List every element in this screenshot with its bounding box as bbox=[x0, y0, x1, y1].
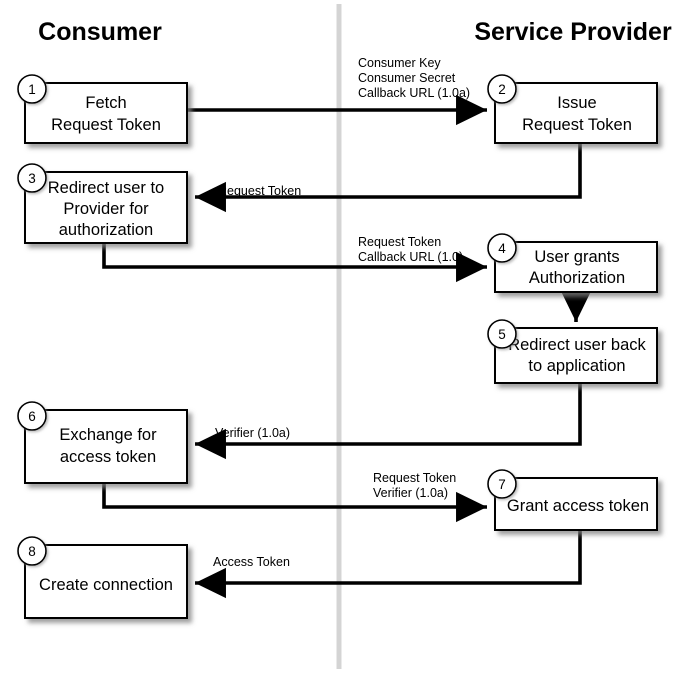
step-marker-6-circle bbox=[17, 401, 47, 431]
step-box-5[interactable]: Redirect user back to application 5 bbox=[487, 319, 658, 384]
edge-1-to-2: Consumer Key Consumer Secret Callback UR… bbox=[187, 56, 487, 126]
step-box-7-label-line1: Grant access token bbox=[507, 497, 649, 515]
step-box-5-label-line1: Redirect user back bbox=[508, 336, 646, 354]
step-marker-2-circle bbox=[487, 74, 517, 104]
step-box-7[interactable]: Grant access token 7 bbox=[487, 469, 658, 531]
step-marker-8-number: 8 bbox=[28, 544, 36, 559]
step-box-2[interactable]: Issue Request Token 2 bbox=[487, 74, 658, 144]
step-box-6-rect bbox=[24, 409, 188, 484]
step-box-2-label-line1: Issue bbox=[557, 94, 596, 112]
step-box-6-label-line1: Exchange for bbox=[59, 426, 157, 444]
step-box-2-rect bbox=[494, 82, 658, 144]
step-marker-8-circle bbox=[17, 536, 47, 566]
lane-title-consumer: Consumer bbox=[38, 18, 162, 46]
edge-2-to-3: Request Token bbox=[195, 143, 582, 213]
step-marker-1-circle bbox=[17, 74, 47, 104]
step-marker-3-circle bbox=[17, 163, 47, 193]
step-marker-4-number: 4 bbox=[498, 241, 506, 256]
step-box-4-label-line1: User grants bbox=[534, 248, 619, 266]
edge-1-to-2-label-line1: Consumer Key bbox=[358, 56, 441, 70]
edge-7-to-8-line bbox=[195, 530, 582, 599]
step-marker-1-number: 1 bbox=[28, 82, 36, 97]
step-box-3-label-line3: authorization bbox=[59, 221, 153, 239]
step-marker-5-circle bbox=[487, 319, 517, 349]
step-box-1-label-line1: Fetch bbox=[85, 94, 126, 112]
lane-title-service-provider: Service Provider bbox=[474, 18, 672, 46]
step-box-7-rect bbox=[494, 477, 658, 531]
edge-6-to-7-line bbox=[102, 483, 487, 523]
step-box-3-label-line1: Redirect user to bbox=[48, 179, 164, 197]
edge-6-to-7: Request Token Verifier (1.0a) bbox=[102, 471, 487, 523]
edge-5-to-6-label-line1: Verifier (1.0a) bbox=[215, 426, 290, 440]
step-box-3-label-line2: Provider for bbox=[63, 200, 149, 218]
step-box-4-label-line2: Authorization bbox=[529, 269, 625, 287]
edge-6-to-7-label-line1: Request Token bbox=[373, 471, 456, 485]
edge-5-to-6: Verifier (1.0a) bbox=[195, 383, 582, 460]
edge-1-to-2-label-line2: Consumer Secret bbox=[358, 71, 456, 85]
step-box-4[interactable]: User grants Authorization 4 bbox=[487, 233, 658, 293]
edge-3-to-4-line bbox=[102, 243, 487, 283]
edge-3-to-4: Request Token Callback URL (1.0) bbox=[102, 235, 487, 283]
edge-2-to-3-line bbox=[195, 143, 582, 213]
edge-2-to-3-label-line1: Request Token bbox=[218, 184, 301, 198]
edge-6-to-7-label-line2: Verifier (1.0a) bbox=[373, 486, 448, 500]
edge-7-to-8-label-line1: Access Token bbox=[213, 555, 290, 569]
step-box-2-label-line2: Request Token bbox=[522, 116, 632, 134]
edge-3-to-4-label-line2: Callback URL (1.0) bbox=[358, 250, 463, 264]
step-box-8-label-line1: Create connection bbox=[39, 576, 173, 594]
step-box-1[interactable]: Fetch Request Token 1 bbox=[17, 74, 188, 144]
step-box-3[interactable]: Redirect user to Provider for authorizat… bbox=[17, 163, 188, 244]
step-box-8-rect bbox=[24, 544, 188, 619]
step-marker-6-number: 6 bbox=[28, 409, 36, 424]
edge-1-to-2-label-line3: Callback URL (1.0a) bbox=[358, 86, 470, 100]
step-box-4-rect bbox=[494, 241, 658, 293]
step-marker-7-number: 7 bbox=[498, 477, 506, 492]
edge-7-to-8: Access Token bbox=[195, 530, 582, 599]
step-marker-7-circle bbox=[487, 469, 517, 499]
step-marker-3-number: 3 bbox=[28, 171, 36, 186]
step-marker-5-number: 5 bbox=[498, 327, 506, 342]
step-box-1-label-line2: Request Token bbox=[51, 116, 161, 134]
edge-3-to-4-label-line1: Request Token bbox=[358, 235, 441, 249]
step-box-8[interactable]: Create connection 8 bbox=[17, 536, 188, 619]
step-marker-2-number: 2 bbox=[498, 82, 506, 97]
step-box-6-label-line2: access token bbox=[60, 448, 156, 466]
step-marker-4-circle bbox=[487, 233, 517, 263]
step-box-5-rect bbox=[494, 327, 658, 384]
step-box-5-label-line2: to application bbox=[528, 357, 625, 375]
step-box-1-rect bbox=[24, 82, 188, 144]
edge-5-to-6-line bbox=[195, 383, 582, 460]
step-box-3-rect bbox=[24, 171, 188, 244]
step-box-6[interactable]: Exchange for access token 6 bbox=[17, 401, 188, 484]
